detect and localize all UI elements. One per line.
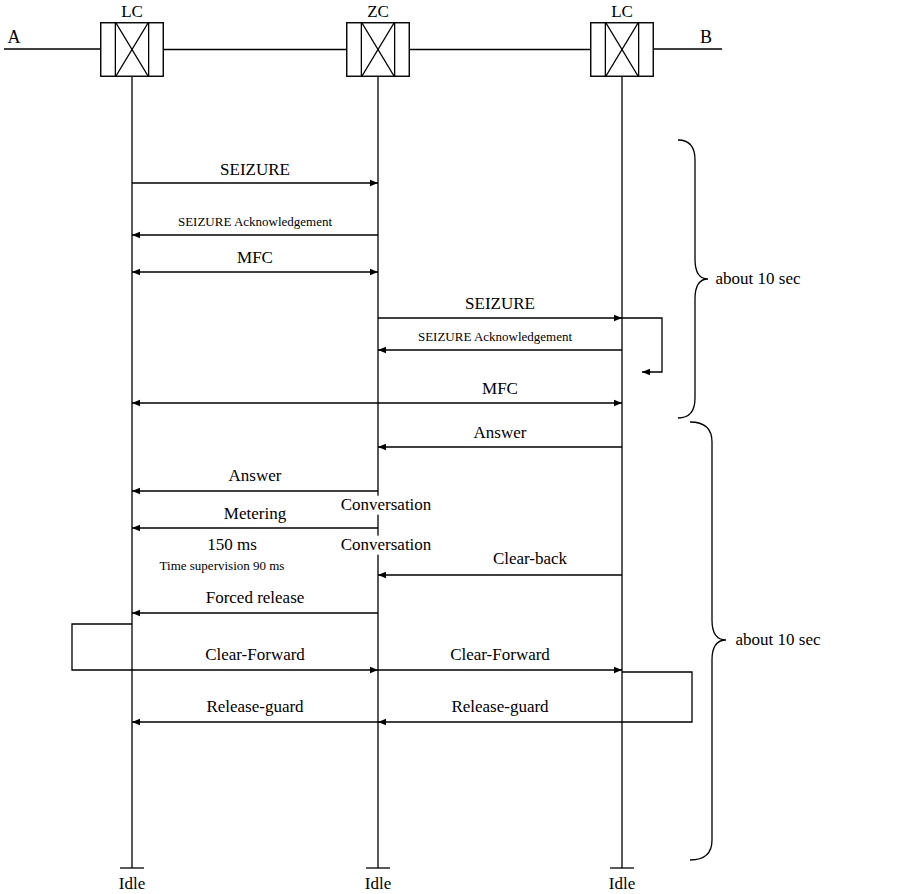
trunk-line [410, 49, 590, 50]
lifeline [131, 77, 132, 868]
switch-cross [638, 22, 639, 77]
switch-cross [361, 22, 362, 77]
message-label: Answer [472, 424, 529, 443]
lifeline [377, 77, 378, 868]
message-arrow [132, 234, 378, 235]
message-arrow [132, 527, 378, 528]
switch-cross [115, 22, 116, 77]
message-arrow [378, 317, 622, 318]
message-label: about 10 sec [734, 631, 823, 650]
switch-symbol [100, 22, 164, 77]
message-label: Conversation [339, 496, 434, 515]
message-label: SEIZURE [218, 161, 292, 180]
message-label: MFC [480, 380, 520, 399]
lifeline [621, 77, 622, 868]
switch-cross [605, 22, 638, 77]
loop-line [622, 672, 692, 722]
loop-arrow [622, 318, 662, 372]
message-label: Release-guard [449, 698, 550, 717]
lifeline-end [610, 867, 634, 868]
switch-symbol [346, 22, 410, 77]
message-arrow [378, 574, 622, 575]
message-label: Conversation [339, 536, 434, 555]
trunk-line [164, 49, 346, 50]
switch-cross [148, 22, 149, 77]
exchange-name: LC [590, 2, 654, 22]
message-label: Time supervision 90 ms [158, 559, 287, 573]
switch-cross [394, 22, 395, 77]
message-label: Clear-back [491, 550, 569, 569]
switch-cross [115, 22, 148, 77]
message-label: SEIZURE Acknowledgement [176, 215, 334, 229]
message-arrow [132, 271, 378, 272]
loop-line [72, 624, 132, 670]
exchange-name: ZC [346, 2, 410, 22]
message-label: Metering [222, 505, 288, 524]
brace [690, 422, 726, 860]
lifeline-end [366, 867, 390, 868]
lifeline-end [120, 867, 144, 868]
switch-outline [101, 23, 164, 77]
message-label: Clear-Forward [448, 646, 552, 665]
message-label: Idle [607, 875, 637, 894]
message-label: B [698, 28, 714, 48]
message-arrow [132, 721, 378, 722]
message-label: Release-guard [204, 698, 305, 717]
switch-cross [115, 22, 148, 77]
message-arrow [132, 669, 378, 670]
switch-cross [361, 22, 394, 77]
message-label: Idle [117, 875, 147, 894]
message-arrow [132, 182, 378, 183]
message-arrow [132, 612, 378, 613]
switch-node: LC [590, 2, 654, 77]
message-label: MFC [235, 249, 275, 268]
message-arrow [132, 490, 378, 491]
exchange-name: LC [100, 2, 164, 22]
message-label: Answer [227, 467, 284, 486]
switch-node: ZC [346, 2, 410, 77]
message-arrow [132, 402, 622, 403]
message-label: A [6, 28, 23, 48]
switch-cross [361, 22, 394, 77]
switch-symbol [590, 22, 654, 77]
message-arrow [378, 721, 622, 722]
message-arrow [378, 446, 622, 447]
message-label: SEIZURE [463, 295, 537, 314]
message-label: about 10 sec [714, 270, 803, 289]
switch-cross [605, 22, 606, 77]
line-a [4, 48, 100, 49]
switch-node: LC [100, 2, 164, 77]
switch-cross [605, 22, 638, 77]
message-arrow [378, 349, 622, 350]
switch-outline [347, 23, 410, 77]
message-arrow [378, 669, 622, 670]
message-label: 150 ms [205, 536, 259, 555]
message-label: SEIZURE Acknowledgement [416, 330, 574, 344]
message-label: Forced release [204, 589, 307, 608]
message-label: Clear-Forward [203, 646, 307, 665]
line-b [654, 48, 722, 49]
brace [678, 140, 708, 418]
switch-outline [591, 23, 654, 77]
message-label: Idle [363, 875, 393, 894]
